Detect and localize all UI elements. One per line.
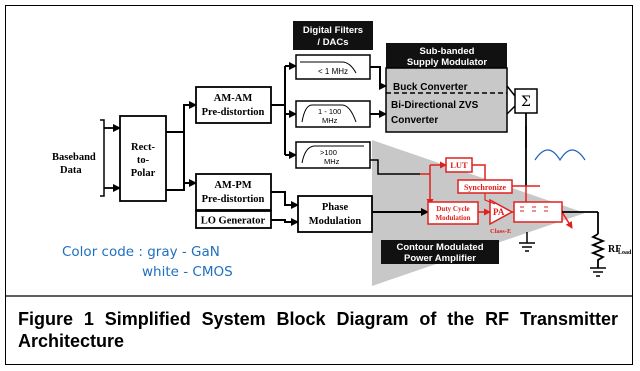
rf-load-resistor bbox=[590, 233, 606, 268]
figure-caption: Figure 1 Simplified System Block Diagram… bbox=[18, 309, 618, 351]
sigma-label: Σ bbox=[521, 94, 531, 110]
pa-ground-icon bbox=[519, 232, 535, 252]
contour-pa-header bbox=[381, 240, 499, 264]
lo-generator-label: LO Generator bbox=[201, 216, 266, 227]
filter-lt1mhz bbox=[295, 54, 371, 80]
color-code-legend: Color code : gray - GaN white - CMOS bbox=[62, 242, 233, 282]
duty-cycle-line1: Duty Cycle bbox=[436, 205, 469, 213]
envelope-arcs bbox=[534, 149, 586, 162]
pa-label: PA bbox=[493, 207, 505, 217]
color-code-line1: Color code : gray - GaN bbox=[62, 244, 220, 260]
bidir-line2: Converter bbox=[391, 115, 438, 126]
filter3-line2: MHz bbox=[324, 157, 340, 166]
am-am-block bbox=[195, 86, 272, 124]
baseband-label-2: Data bbox=[60, 165, 82, 176]
contour-line1: Contour Modulated bbox=[396, 242, 483, 253]
supply-mod-line2: Supply Modulator bbox=[407, 57, 488, 68]
matching-network-block bbox=[513, 201, 563, 223]
bidir-line1: Bi-Directional ZVS bbox=[391, 100, 479, 111]
supply-modulator-header bbox=[386, 43, 507, 68]
am-am-line1: AM-AM bbox=[214, 93, 253, 104]
contour-line2: Power Amplifier bbox=[404, 253, 476, 264]
duty-cycle-block bbox=[427, 201, 479, 225]
digital-filters-line2: / DACs bbox=[317, 37, 348, 48]
synchronize-label: Synchronize bbox=[464, 183, 507, 192]
class-e-label: Class-E bbox=[490, 228, 511, 235]
buck-converter-label: Buck Converter bbox=[393, 82, 468, 93]
filter2-line1: 1 - 100 bbox=[318, 107, 341, 116]
phase-mod-line1: Phase bbox=[322, 202, 349, 213]
phase-mod-line2: Modulation bbox=[309, 216, 362, 227]
rect-to-polar-line2: to- bbox=[137, 155, 150, 166]
lut-label: LUT bbox=[450, 160, 468, 170]
am-pm-line1: AM-PM bbox=[214, 180, 251, 191]
am-pm-line2: Pre-distortion bbox=[202, 194, 265, 205]
digital-filters-header bbox=[293, 21, 373, 50]
digital-filters-line1: Digital Filters bbox=[303, 25, 363, 36]
supply-modulator-block bbox=[385, 67, 508, 133]
filter1-label: < 1 MHz bbox=[318, 67, 348, 76]
rf-ground-icon bbox=[590, 267, 606, 277]
phase-modulation-block bbox=[297, 195, 373, 233]
baseband-bracket bbox=[100, 119, 105, 197]
supply-mod-line1: Sub-banded bbox=[420, 46, 475, 57]
rf-load-sub: Load bbox=[618, 250, 632, 256]
rect-to-polar-line1: Rect- bbox=[131, 142, 155, 153]
duty-cycle-line2: Modulation bbox=[435, 214, 470, 222]
rect-to-polar-block bbox=[119, 115, 167, 202]
am-pm-block bbox=[195, 173, 272, 211]
filter2-line2: MHz bbox=[322, 116, 338, 125]
rf-load-label: RF bbox=[608, 244, 621, 255]
color-code-line2: white - CMOS bbox=[142, 264, 233, 280]
filter3-line1: >100 bbox=[320, 148, 337, 157]
rect-to-polar-line3: Polar bbox=[131, 168, 156, 179]
am-am-line2: Pre-distortion bbox=[202, 107, 265, 118]
baseband-label-1: Baseband bbox=[52, 152, 96, 163]
